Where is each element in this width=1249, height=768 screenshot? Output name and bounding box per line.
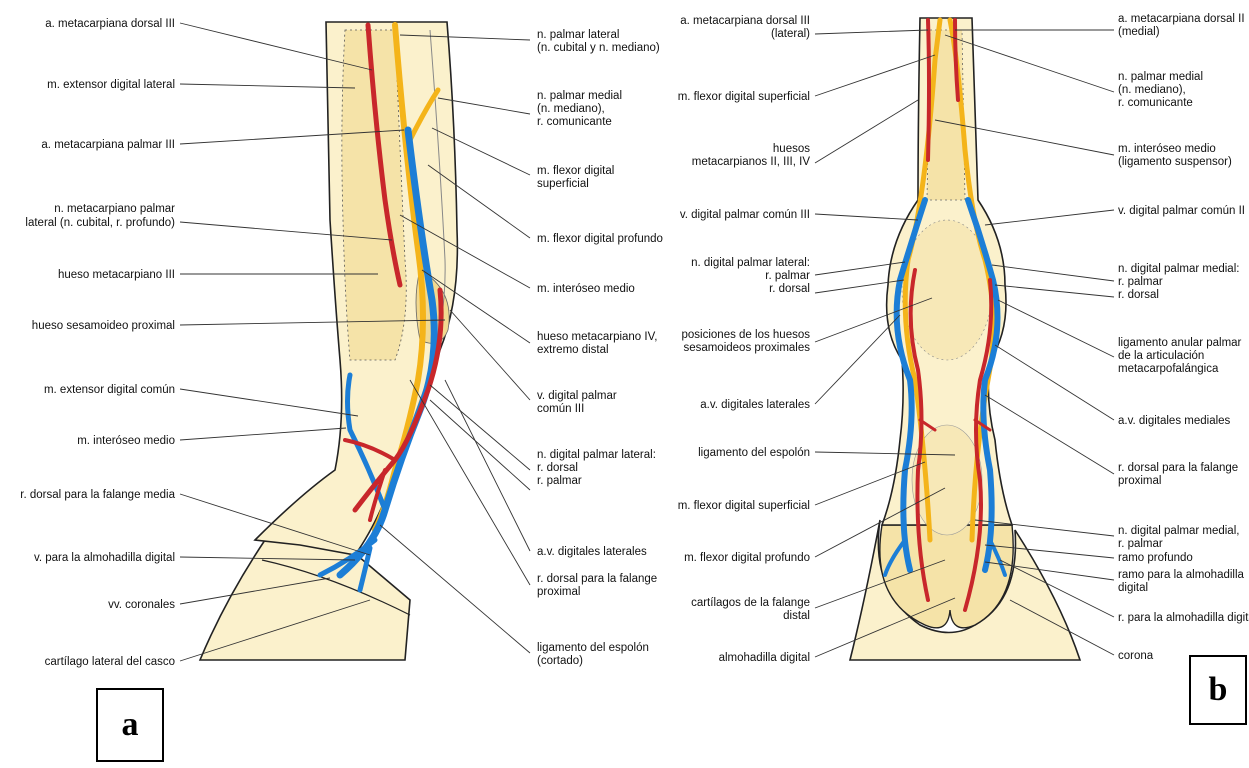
leader-b-r6 (998, 300, 1114, 357)
label-b-l7: a.v. digitales laterales (700, 399, 810, 411)
label-b-r3: m. interóseo medio(ligamento suspensor) (1118, 143, 1232, 168)
panel-b-label: b (1189, 655, 1247, 725)
label-a-l9: r. dorsal para la falange media (20, 489, 175, 501)
leader-b-l1 (815, 30, 928, 34)
panel-b-left-labels: a. metacarpiana dorsal III(lateral) m. f… (678, 15, 811, 664)
label-a-r4: m. flexor digital profundo (537, 233, 663, 245)
leader-b-r8 (985, 395, 1114, 474)
label-a-l12: cartílago lateral del casco (45, 656, 175, 668)
label-a-l5: hueso metacarpiano III (58, 269, 175, 281)
leader-a-r9 (445, 380, 530, 551)
leader-b-l4 (815, 214, 918, 220)
label-b-l2: m. flexor digital superficial (678, 91, 810, 103)
label-a-l1: a. metacarpiana dorsal III (45, 18, 175, 30)
label-a-r11: ligamento del espolón(cortado) (537, 642, 649, 667)
leader-a-l7 (180, 389, 358, 416)
leader-a-r7 (450, 310, 530, 400)
label-b-l12: almohadilla digital (719, 652, 810, 664)
label-a-l2: m. extensor digital lateral (47, 79, 175, 91)
leader-b-r4 (985, 210, 1114, 225)
label-b-r9: n. digital palmar medial,r. palmar (1118, 525, 1239, 550)
label-b-r2: n. palmar medial(n. mediano),r. comunica… (1118, 71, 1203, 109)
label-a-l10: v. para la almohadilla digital (34, 552, 175, 564)
label-b-l9: m. flexor digital superficial (678, 500, 810, 512)
leader-b-r5a (992, 265, 1114, 281)
label-b-l4: v. digital palmar común III (680, 209, 810, 221)
label-b-l1: a. metacarpiana dorsal III(lateral) (680, 15, 810, 40)
label-a-l6: hueso sesamoideo proximal (32, 320, 175, 332)
label-b-r6: ligamento anular palmarde la articulació… (1118, 337, 1242, 375)
label-a-l7: m. extensor digital común (44, 384, 175, 396)
label-a-r2: n. palmar medial(n. mediano),r. comunica… (537, 90, 622, 128)
label-b-r12: r. para la almohadilla digital (1118, 612, 1249, 624)
label-a-l8: m. interóseo medio (77, 435, 175, 447)
label-b-l6: posiciones de los huesossesamoideos prox… (682, 329, 811, 354)
label-b-l10: m. flexor digital profundo (684, 552, 810, 564)
leader-a-l8 (180, 428, 346, 440)
label-a-l3: a. metacarpiana palmar III (41, 139, 175, 151)
leader-a-r8a (430, 385, 530, 470)
panel-a-label: a (96, 688, 164, 762)
panel-a-illustration (200, 22, 457, 660)
leader-b-r5b (995, 285, 1114, 297)
label-a-r6: hueso metacarpiano IV,extremo distal (537, 331, 657, 356)
leader-b-r7 (995, 345, 1114, 420)
label-b-r10: ramo profundo (1118, 552, 1193, 564)
leader-a-r8b (430, 400, 530, 490)
label-a-l11: vv. coronales (108, 599, 175, 611)
panel-a-left-labels: a. metacarpiana dorsal III m. extensor d… (20, 18, 175, 668)
leader-a-r10 (410, 380, 530, 585)
panel-b-right-labels: a. metacarpiana dorsal II(medial) n. pal… (1118, 13, 1249, 662)
label-a-r1: n. palmar lateral(n. cubital y n. median… (537, 29, 660, 54)
label-a-r9: a.v. digitales laterales (537, 546, 647, 558)
panel-b-illustration (850, 18, 1080, 660)
panel-a-right-labels: n. palmar lateral(n. cubital y n. median… (537, 29, 663, 667)
label-b-r4: v. digital palmar común II (1118, 205, 1245, 217)
label-b-r7: a.v. digitales mediales (1118, 415, 1231, 427)
leader-b-l7 (815, 315, 900, 404)
leader-b-l3 (815, 100, 918, 163)
label-b-l8: ligamento del espolón (698, 447, 810, 459)
label-b-r1: a. metacarpiana dorsal II(medial) (1118, 13, 1245, 38)
label-a-r5: m. interóseo medio (537, 283, 635, 295)
label-b-r13: corona (1118, 650, 1154, 662)
leader-b-l2 (815, 55, 935, 96)
